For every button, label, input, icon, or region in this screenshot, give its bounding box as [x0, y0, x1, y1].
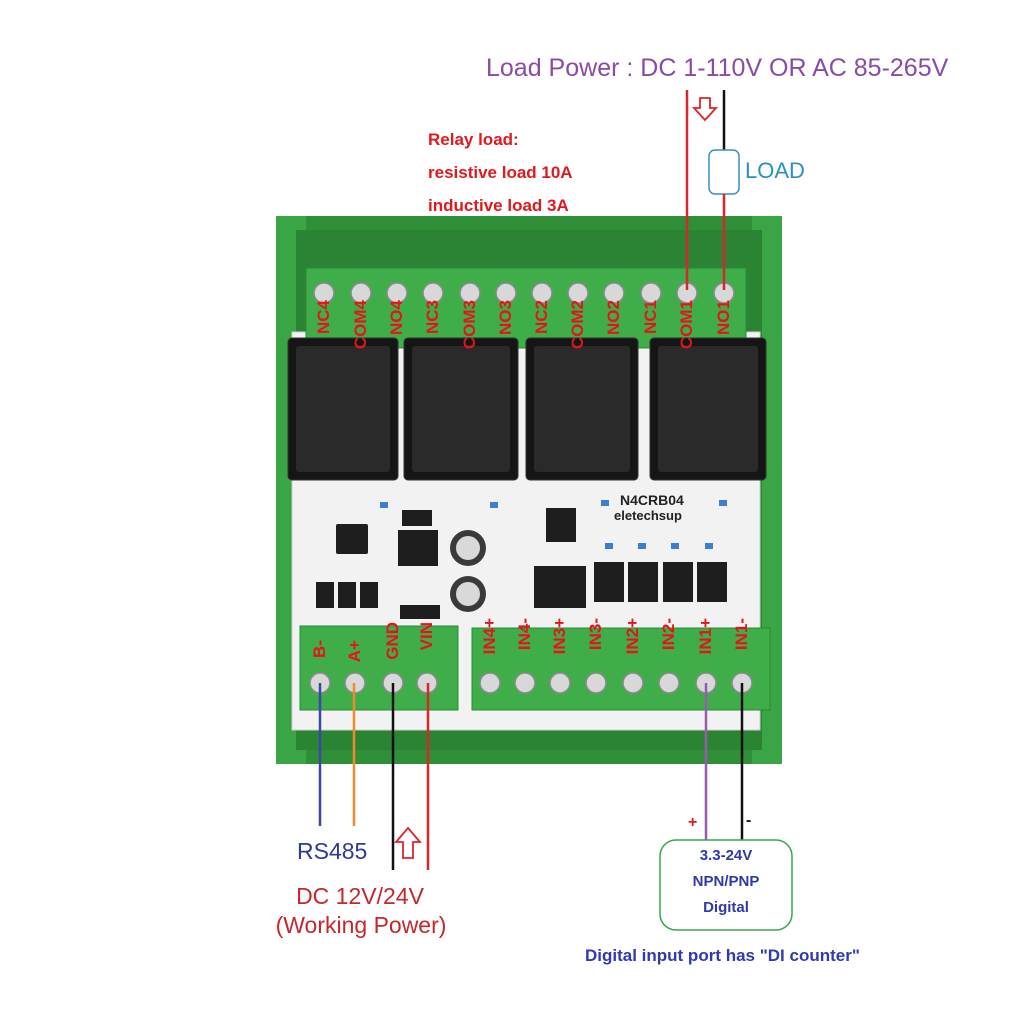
- input-voltage-range: 3.3-24V: [699, 847, 753, 864]
- minus-sign: -: [746, 812, 752, 829]
- terminal-label-no4: NO4: [387, 300, 406, 335]
- terminal-label-vin: VIN: [417, 622, 436, 651]
- terminal-label-nc4: NC4: [314, 300, 333, 335]
- terminal-label-a-plus: A+: [345, 640, 364, 663]
- terminal-label-b-minus: B-: [310, 640, 329, 658]
- terminal-label-com4: COM4: [351, 300, 370, 350]
- terminal-label-in1-plus: IN1+: [696, 618, 715, 655]
- plus-sign: +: [688, 814, 698, 831]
- di-counter-note: Digital input port has "DI counter": [585, 946, 860, 965]
- relay-note-title: Relay load:: [428, 130, 519, 149]
- power-terminal-block: [299, 625, 459, 711]
- terminal-label-com1: COM1: [677, 300, 696, 350]
- terminal-label-no2: NO2: [604, 300, 623, 335]
- relay-note-inductive: inductive load 3A: [428, 196, 569, 215]
- working-power-arrow-icon: [394, 826, 422, 859]
- working-power-voltage-label: DC 12V/24V: [296, 883, 424, 909]
- terminal-label-in2-minus: IN2-: [659, 618, 678, 651]
- terminal-label-in3-plus: IN3+: [550, 618, 569, 655]
- terminal-label-in2-plus: IN2+: [623, 618, 642, 655]
- input-signal-kind: Digital: [703, 899, 749, 916]
- working-power-label: (Working Power): [275, 912, 447, 938]
- rs485-label: RS485: [297, 838, 368, 864]
- load-current-arrow-icon: [691, 97, 719, 122]
- terminal-label-com2: COM2: [568, 300, 587, 350]
- terminal-label-nc3: NC3: [423, 300, 442, 335]
- load-power-label: Load Power : DC 1-110V OR AC 85-265V: [486, 54, 949, 82]
- load-label: LOAD: [745, 158, 805, 183]
- terminal-label-gnd: GND: [383, 622, 402, 660]
- terminal-label-com3: COM3: [460, 300, 479, 350]
- board-brand: eletechsup: [614, 508, 682, 523]
- terminal-label-no3: NO3: [496, 300, 515, 335]
- terminal-label-nc1: NC1: [641, 300, 660, 335]
- board-model: N4CRB04: [620, 492, 684, 508]
- terminal-label-nc2: NC2: [532, 300, 551, 335]
- terminal-label-no1: NO1: [714, 300, 733, 335]
- terminal-label-in1-minus: IN1-: [732, 618, 751, 651]
- input-signal-box: [659, 839, 793, 931]
- terminal-label-in4-plus: IN4+: [480, 618, 499, 655]
- terminal-label-in4-minus: IN4-: [515, 618, 534, 651]
- input-terminal-block: [471, 627, 771, 711]
- relay-note-resistive: resistive load 10A: [428, 163, 573, 182]
- input-type: NPN/PNP: [692, 873, 760, 890]
- load-box: [708, 149, 740, 195]
- terminal-label-in3-minus: IN3-: [586, 618, 605, 651]
